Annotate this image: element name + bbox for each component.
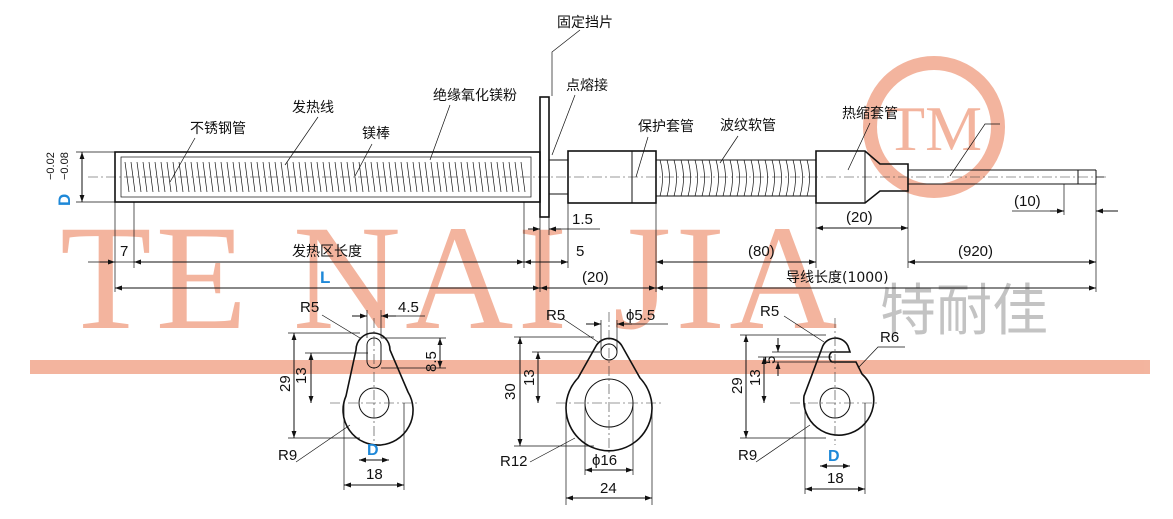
dim-L: L: [320, 268, 330, 287]
corrugation-ridge: [659, 159, 663, 197]
label-heat-shrink: 热缩套管: [842, 106, 898, 122]
plate1-D: D: [367, 442, 379, 459]
corrugation-ridge: [729, 159, 733, 197]
dim-20: (20): [582, 269, 609, 286]
plate2-r-bottom: R12: [500, 453, 528, 470]
plate-2: 30 13 ϕ5.5 R5 R12 ϕ16 24: [500, 307, 668, 505]
watermark-chinese: 特耐佳: [880, 279, 1048, 344]
plate3-h-total: 29: [729, 377, 746, 394]
corrugation-ridge: [722, 159, 726, 197]
plate1-h-center: 13: [293, 367, 310, 384]
corrugation-ridge: [736, 159, 740, 197]
plate1-width: 18: [366, 466, 383, 483]
dim-20-shrink: (20): [846, 209, 873, 226]
watermark-tm-circle: [863, 56, 1005, 198]
heater-body: [88, 96, 1108, 218]
plate3-width: 18: [827, 470, 844, 487]
corrugation-ridge: [673, 159, 677, 197]
label-magnesia-powder: 绝缘氧化镁粉: [433, 88, 517, 104]
plate1-h-total: 29: [277, 375, 294, 392]
corrugation-ridge: [680, 159, 684, 197]
dim-heating-zone: 发热区长度: [292, 244, 362, 260]
corrugation-ridge: [694, 159, 698, 197]
plate3-r-top: R5: [760, 303, 779, 320]
lead-wire: [908, 169, 1097, 185]
corrugation-ridge: [687, 159, 691, 197]
dim-lead-length: 导线长度(1000): [786, 270, 889, 286]
dim-920: (920): [958, 243, 993, 260]
watermark-bar: [30, 360, 1150, 374]
corrugation-ridge: [701, 159, 705, 197]
plate-1: 29 13 8.5 4.5 R5 R9 18 D: [277, 299, 446, 490]
plate3-r-bottom: R9: [738, 447, 757, 464]
plate1-h-slot: 8.5: [423, 351, 440, 372]
plate2-phi-big: ϕ16: [592, 452, 617, 469]
plate3-r-side: R6: [880, 329, 899, 346]
corrugation-ridge: [806, 159, 810, 197]
corrugation-ridge: [757, 159, 761, 197]
plate2-r-top: R5: [546, 307, 565, 324]
watermark-tm: TM: [886, 93, 982, 164]
plate1-r-top: R5: [300, 299, 319, 316]
plate3-D: D: [828, 448, 840, 465]
corrugation-ridge: [778, 159, 782, 197]
plate2-h-center: 13: [521, 369, 538, 386]
plate1-r-bottom: R9: [278, 447, 297, 464]
leaders: [169, 29, 1000, 183]
label-heating-wire: 发热线: [292, 100, 334, 116]
plate3-h-center: 13: [747, 369, 764, 386]
plate2-width: 24: [600, 480, 617, 497]
plate-3: 29 13 5 R5 R6 R9 18 D: [729, 303, 905, 494]
label-corrugated-hose: 波纹软管: [720, 118, 776, 134]
watermark-latin: TE NAI JIA: [60, 195, 842, 361]
dim-80: (80): [748, 243, 775, 260]
fixed-plate: [539, 96, 550, 218]
corrugation-ridge: [771, 159, 775, 197]
label-protective-sleeve: 保护套管: [638, 119, 694, 135]
corrugation-ridge: [743, 159, 747, 197]
corrugation-ridge: [715, 159, 719, 197]
plate2-h-total: 30: [502, 383, 519, 400]
label-fixed-plate: 固定挡片: [557, 15, 613, 31]
corrugation-ridge: [708, 159, 712, 197]
corrugation-ridge: [750, 159, 754, 197]
dim-7: 7: [120, 243, 128, 260]
corrugation-ridge: [792, 159, 796, 197]
label-stainless-tube: 不锈钢管: [190, 121, 246, 137]
dim-tol-upper: −0.02: [45, 152, 57, 180]
corrugation-ridge: [764, 159, 768, 197]
dim-tol-lower: −0.08: [59, 152, 71, 180]
corrugation-ridge: [799, 159, 803, 197]
plate2-phi-hole: ϕ5.5: [626, 307, 655, 324]
corrugation-ridge: [666, 159, 670, 197]
corrugated-hose: [655, 159, 817, 197]
dim-1-5: 1.5: [572, 211, 593, 228]
plate1-w-slot: 4.5: [398, 299, 419, 316]
corrugation-ridge: [785, 159, 789, 197]
label-magnesium-rod: 镁棒: [362, 126, 390, 142]
dim-10: (10): [1014, 193, 1041, 210]
dim-d-label: D: [55, 194, 74, 206]
dim-5: 5: [576, 243, 584, 260]
plate3-h-slot: 5: [762, 356, 779, 364]
heating-coil: [124, 161, 526, 193]
label-spot-weld: 点熔接: [566, 77, 608, 94]
